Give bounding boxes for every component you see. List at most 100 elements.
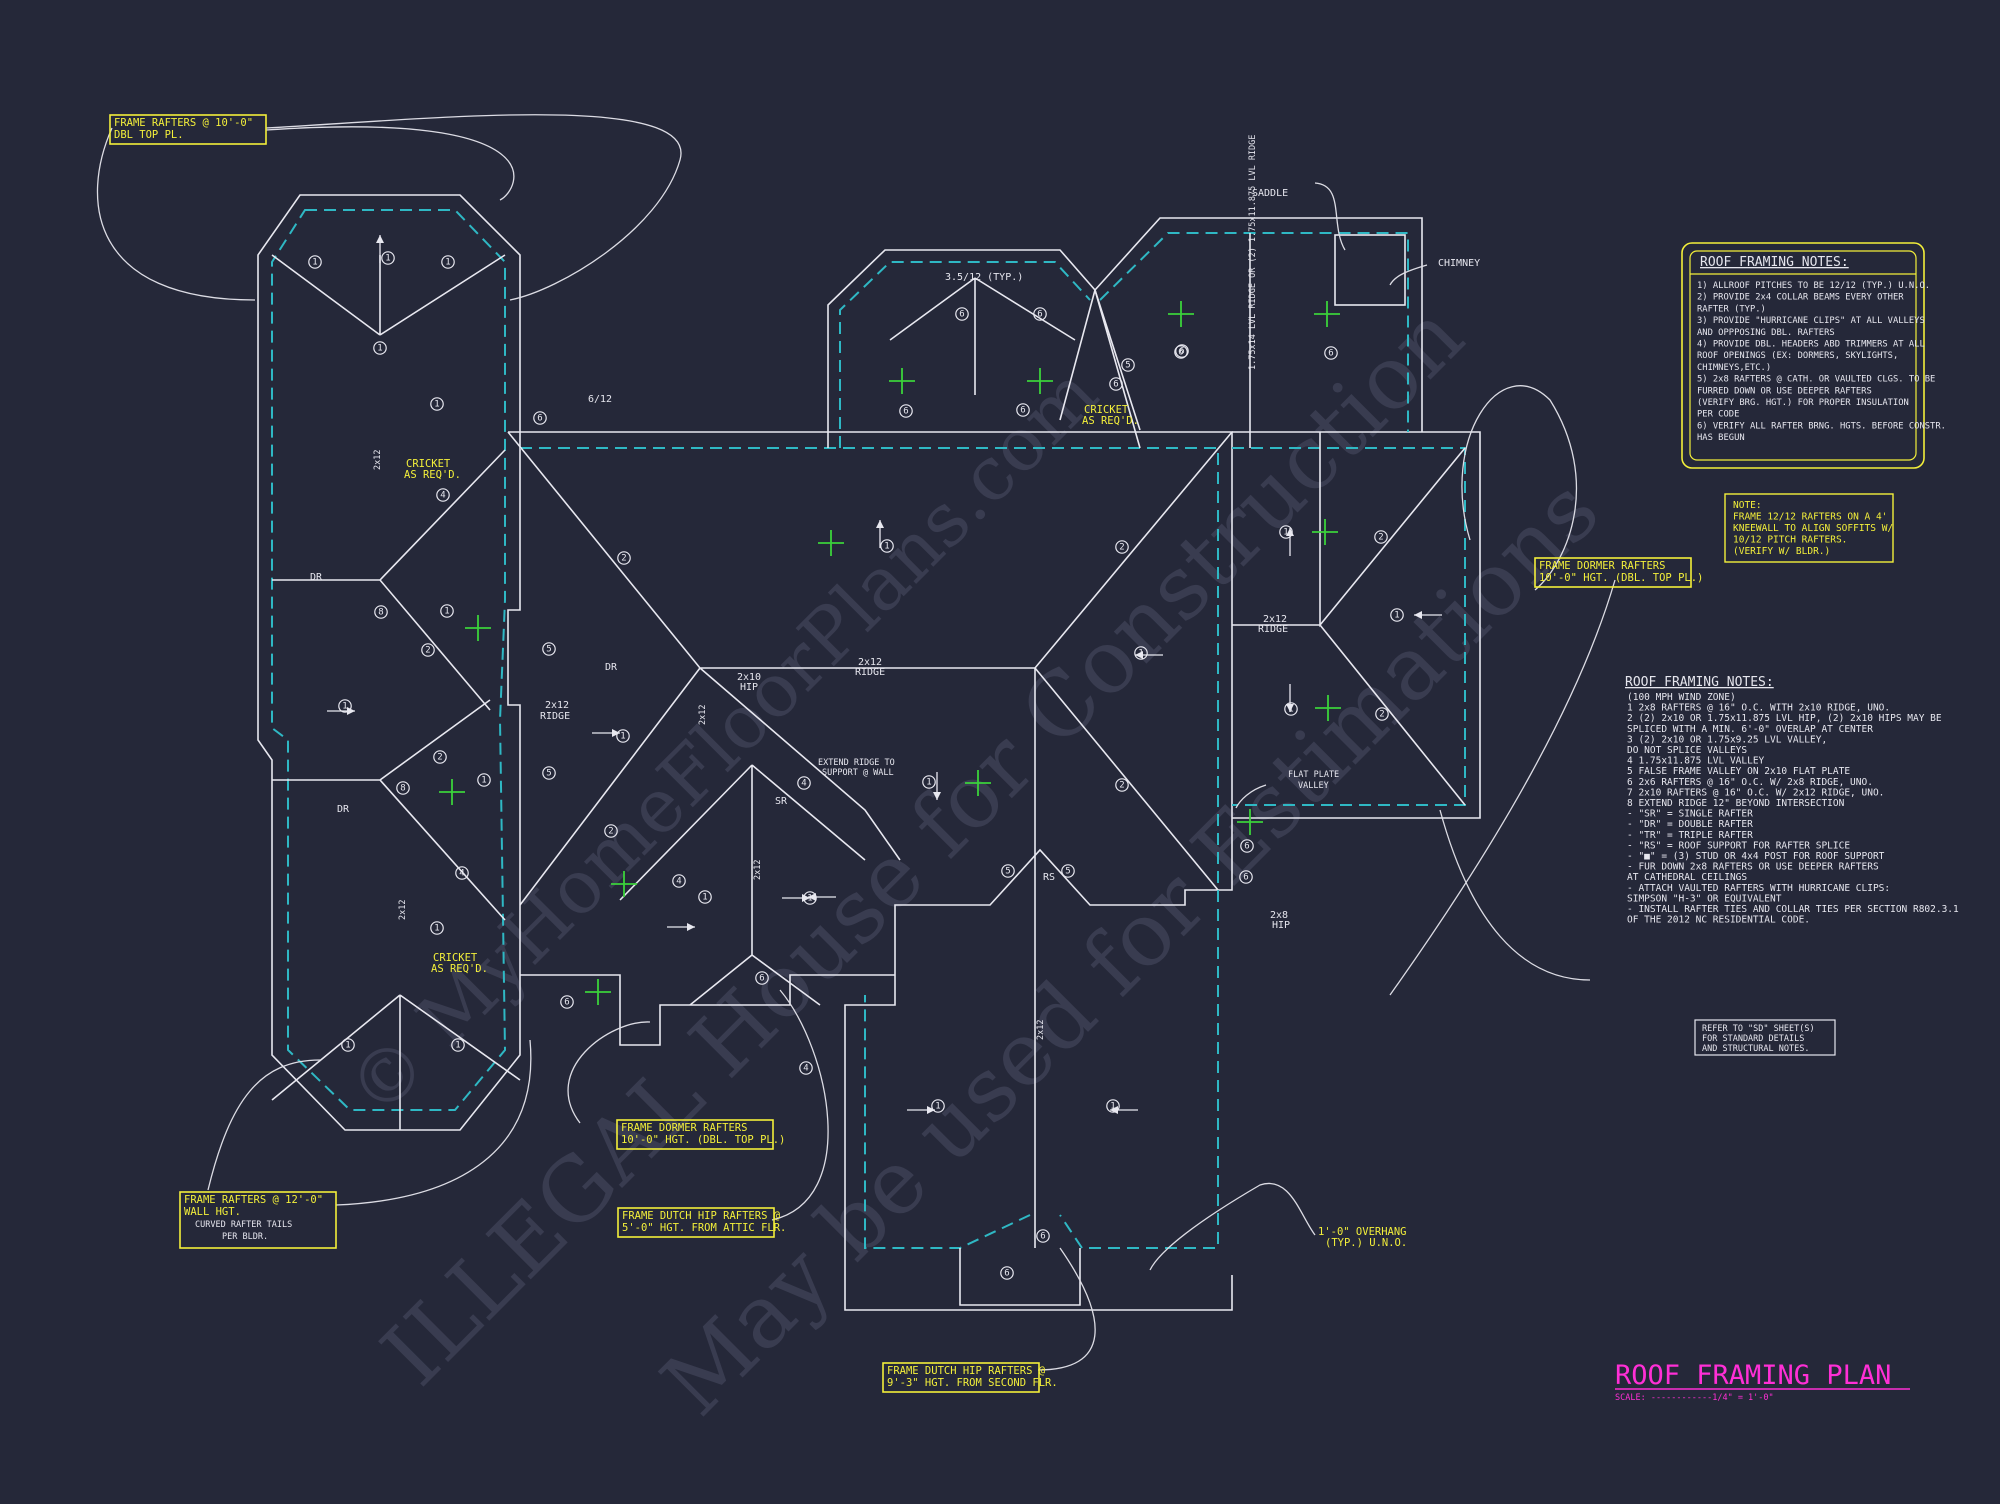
right-wing-eave (1232, 447, 1466, 806)
rafter-marker-number: 6 (1244, 842, 1249, 852)
rafter-marker-circle (396, 781, 410, 795)
pitch-marker-icon (439, 779, 465, 805)
left-wing-eave (271, 209, 507, 1111)
notes-bottom-line-2: 1 2x8 RAFTERS @ 16" O.C. WITH 2x10 RIDGE… (1627, 703, 1890, 714)
svg-text:AS REQ'D.: AS REQ'D. (404, 469, 461, 481)
rafter-marker-circle (922, 775, 936, 789)
svg-text:FRAME DORMER RAFTERS: FRAME DORMER RAFTERS (621, 1122, 747, 1134)
rafter-marker-number: 1 (620, 732, 625, 742)
label-extend-ridge-2: SUPPORT @ WALL (822, 768, 894, 778)
svg-text:FRAME RAFTERS @ 10'-0": FRAME RAFTERS @ 10'-0" (114, 117, 253, 129)
notes-bottom-line-21: - INSTALL RAFTER TIES AND COLLAR TIES PE… (1627, 904, 1959, 915)
kneewall-line-4: 10/12 PITCH RAFTERS. (1733, 535, 1847, 546)
main-body-eave (520, 447, 1219, 1249)
arrow-icon (327, 707, 355, 715)
rafter-marker-number: 1 (1283, 528, 1288, 538)
notes-bottom-line-10: 7 2x10 RAFTERS @ 16" O.C. W/ 2x12 RIDGE,… (1627, 787, 1884, 798)
notes-top-line-9: 5) 2x8 RAFTERS @ CATH. OR VAULTED CLGS. … (1697, 375, 1935, 385)
rafter-marker-number: 1 (342, 702, 347, 712)
notes-bottom-line-14: - "TR" = TRIPLE RAFTER (1627, 830, 1753, 841)
notes-bottom-line-17: - FUR DOWN 2x8 RAFTERS OR USE DEEPER RAF… (1627, 862, 1879, 873)
rafter-marker-circle (1279, 525, 1293, 539)
callout-6: FRAME DORMER RAFTERS 10'-0" HGT. (DBL. T… (1534, 557, 1703, 588)
rafter-marker-circle (799, 1061, 813, 1075)
rafter-marker-number: 6 (537, 414, 542, 424)
svg-text:AS REQ'D.: AS REQ'D. (431, 963, 488, 975)
label-dr-2: DR (337, 804, 350, 815)
svg-text:9'-3" HGT. FROM SECOND FLR.: 9'-3" HGT. FROM SECOND FLR. (887, 1377, 1058, 1389)
rafter-marker-number: 2 (1119, 781, 1124, 791)
rafter-marker-number: 2 (621, 554, 626, 564)
arrow-icon (376, 235, 384, 263)
rafter-marker-circle (1061, 864, 1075, 878)
lower-dormer-outline (520, 974, 895, 1046)
main-body-outline (508, 431, 1233, 1311)
label-3-5-12: 3.5/12 (TYP.) (945, 272, 1023, 283)
callout-3: FRAME DORMER RAFTERS 10'-0" HGT. (DBL. T… (616, 1119, 785, 1150)
rafter-marker-number: 6 (903, 407, 908, 417)
label-hip: HIP (740, 682, 758, 693)
svg-text:10'-0" HGT. (DBL. TOP PL.): 10'-0" HGT. (DBL. TOP PL.) (621, 1134, 785, 1146)
label-vert-ridge-1: 2x12 (373, 450, 383, 470)
label-flat-plate-1: FLAT PLATE (1288, 770, 1339, 780)
rafter-marker-circle (381, 251, 395, 265)
svg-text:FOR STANDARD DETAILS: FOR STANDARD DETAILS (1702, 1034, 1804, 1044)
rafter-marker-circle (441, 255, 455, 269)
rafter-marker-number: 1 (935, 1102, 940, 1112)
svg-text:WALL HGT.: WALL HGT. (184, 1206, 241, 1218)
pitch-marker-icon (1314, 301, 1340, 327)
notes-bottom-line-19: - ATTACH VAULTED RAFTERS WITH HURRICANE … (1627, 883, 1890, 894)
pitch-marker-icon (1237, 809, 1263, 835)
structural-labels: 6/12 3.5/12 (TYP.) SADDLE CHIMNEY DR DR … (310, 135, 1480, 1040)
watermark: ILLEGAL House for Construction May be us… (332, 284, 1618, 1435)
rafter-marker-circle (698, 890, 712, 904)
roof-outline (257, 194, 1481, 1311)
rafter-marker-circle (477, 773, 491, 787)
rafter-marker-number: 1 (926, 778, 931, 788)
rafter-marker-number: 6 (1243, 873, 1248, 883)
kneewall-line-5: (VERIFY W/ BLDR.) (1733, 546, 1830, 557)
notes-bottom-line-22: OF THE 2012 NC RESIDENTIAL CODE. (1627, 915, 1810, 926)
label-2x8-hip: 2x8 (1270, 910, 1288, 921)
rafter-marker-circle (1000, 1266, 1014, 1280)
rafter-marker-circle (880, 539, 894, 553)
rafter-marker-number: 6 (1020, 406, 1025, 416)
rafter-marker-circle (1374, 530, 1388, 544)
svg-text:10'-0" HGT. (DBL. TOP PL.): 10'-0" HGT. (DBL. TOP PL.) (1539, 572, 1703, 584)
label-dr-1: DR (310, 572, 323, 583)
arrow-icon (592, 729, 620, 737)
rafter-marker-number: 5 (1065, 867, 1070, 877)
rafter-marker-circle (1115, 540, 1129, 554)
rafter-marker-number: 4 (440, 491, 445, 501)
rafter-marker-number: 1 (434, 924, 439, 934)
notes-top-line-11: (VERIFY BRG. HGT.) FOR PROPER INSULATION (1697, 398, 1909, 408)
notes-bottom-line-7: 4 1.75x11.875 LVL VALLEY (1627, 756, 1765, 767)
rafter-marker-circle (455, 866, 469, 880)
rafter-marker-circle (430, 397, 444, 411)
rafter-marker-number: 1 (445, 258, 450, 268)
rafter-marker-number: 4 (801, 779, 806, 789)
notes-bottom-line-12: - "SR" = SINGLE RAFTER (1627, 809, 1753, 820)
label-rs-1: RS (1043, 872, 1055, 883)
label-saddle: SADDLE (1252, 188, 1288, 199)
rafter-marker-number: 6 (1040, 1232, 1045, 1242)
refer-note: REFER TO "SD" SHEET(S) FOR STANDARD DETA… (1694, 1019, 1836, 1056)
rafter-marker-number: 2 (1378, 533, 1383, 543)
rafter-marker-circle (1240, 839, 1254, 853)
left-wing-outline (257, 194, 521, 1131)
rafter-marker-circle (616, 729, 630, 743)
rafter-marker-circle (1390, 608, 1404, 622)
rafter-marker-circle (1016, 403, 1030, 417)
callout-2: FRAME RAFTERS @ 12'-0" WALL HGT. CURVED … (179, 1191, 337, 1249)
pitch-marker-icon (889, 368, 915, 394)
pitch-marker-icon (465, 615, 491, 641)
overhang-note-2: (TYP.) U.N.O. (1325, 1237, 1407, 1249)
arrow-icon (1135, 651, 1163, 659)
sheet-scale: SCALE: ------------1/4" = 1'-0" (1615, 1393, 1774, 1403)
svg-text:CRICKET: CRICKET (433, 952, 478, 964)
arrow-icon (1286, 528, 1294, 556)
notes-bottom-line-6: DO NOT SPLICE VALLEYS (1627, 745, 1747, 756)
rafter-marker-number: 2 (608, 827, 613, 837)
rafter-marker-circle (1134, 646, 1148, 660)
